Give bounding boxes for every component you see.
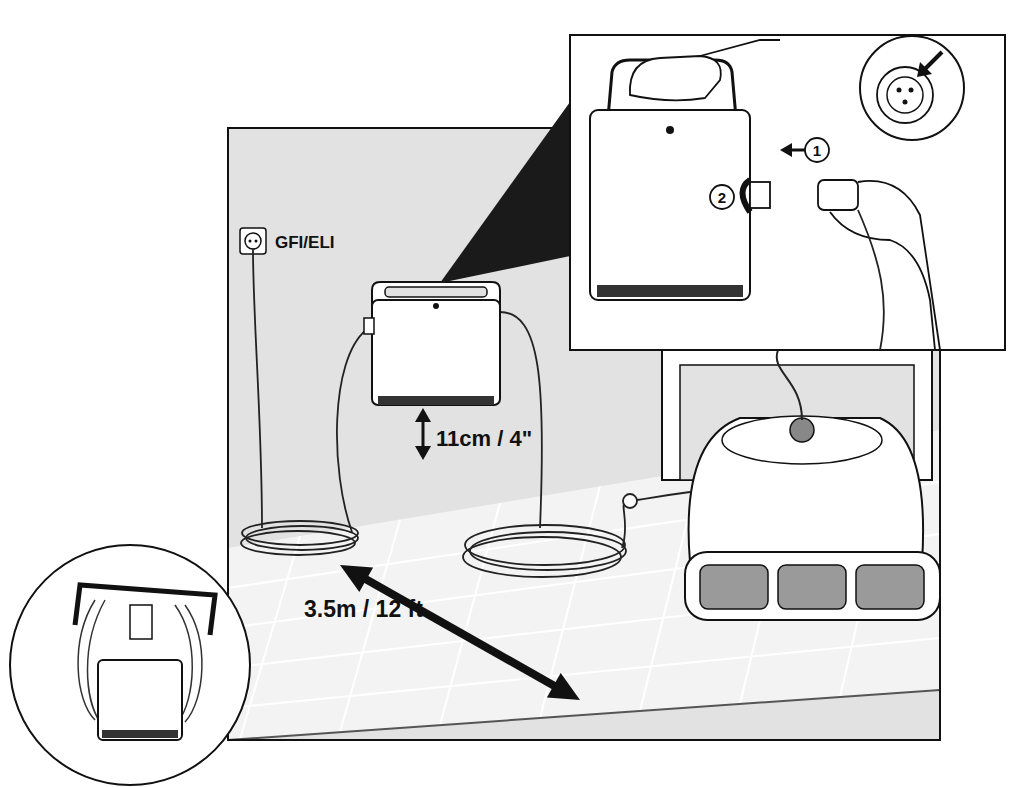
scene-panel-part-part <box>440 503 500 725</box>
robot-cable-part <box>623 494 637 508</box>
connection-inset-part <box>818 180 858 210</box>
connector-detail-part <box>860 36 964 140</box>
wall-outlet-part <box>255 240 258 243</box>
connection-inset-part <box>710 185 734 209</box>
power-cord-part <box>337 330 366 532</box>
connection-inset-part <box>858 210 884 350</box>
connector-detail-part <box>917 62 932 77</box>
connection-inset <box>570 35 1005 350</box>
connection-inset-part <box>743 180 751 212</box>
dimension-label: 11cm / 4" <box>436 428 532 450</box>
distance-arrow-part <box>340 565 373 592</box>
distance-arrow-part <box>547 673 580 700</box>
power-cord-part <box>242 521 358 545</box>
connector-detail-part <box>903 100 908 105</box>
scene-panel-part-part <box>340 520 400 732</box>
storage-detail-part <box>98 660 182 740</box>
power-supply-part <box>433 303 439 309</box>
connector-detail <box>860 36 964 140</box>
pool-robot <box>662 325 940 620</box>
power-cord-part <box>253 249 262 528</box>
connector-detail-part <box>887 77 923 113</box>
pool-robot-part <box>722 416 882 464</box>
pool-robot-part <box>856 565 924 609</box>
distance-arrow <box>340 565 580 700</box>
storage-detail-part-part <box>185 605 202 722</box>
robot-cable-part <box>500 312 542 528</box>
connection-inset-part <box>630 56 721 100</box>
connection-inset-part <box>590 110 750 300</box>
power-cord-part <box>246 526 358 550</box>
connector-detail-part <box>925 52 942 69</box>
clearance-arrow-part <box>415 446 431 460</box>
clearance-arrow <box>415 408 431 460</box>
clearance-arrow-part <box>422 418 425 450</box>
storage-detail-part-part <box>78 600 95 720</box>
storage-detail-part <box>102 730 178 738</box>
scene-panel-part <box>228 690 940 740</box>
robot-cable-part <box>465 525 625 565</box>
connection-inset-part <box>666 126 674 134</box>
connector-detail-part <box>909 88 914 93</box>
power-supply <box>364 282 500 405</box>
robot-cable-part <box>463 537 621 577</box>
pool-robot-part <box>777 350 802 420</box>
callout-number: 1 <box>813 143 821 158</box>
power-cord <box>241 249 366 555</box>
power-supply-part <box>385 287 487 297</box>
storage-detail <box>10 545 250 785</box>
scene-panel-part-part <box>240 536 300 739</box>
storage-detail-part <box>130 605 152 639</box>
distance-arrow-part <box>362 577 558 688</box>
outlet-label: GFI/ELI <box>275 234 335 251</box>
robot-cable-part <box>637 492 690 500</box>
pool-robot-part <box>700 565 768 609</box>
connection-inset-part <box>805 138 829 162</box>
pool-robot-part <box>685 552 940 620</box>
dimension-label: 3.5m / 12 ft <box>304 598 423 621</box>
power-supply-part <box>378 396 494 405</box>
wall-outlet-part <box>249 240 252 243</box>
wall-outlet-part <box>245 233 261 249</box>
connection-inset-part <box>700 40 780 56</box>
power-supply-part <box>364 318 374 334</box>
connection-inset-part <box>750 182 770 208</box>
clearance-arrow-part <box>415 408 431 422</box>
power-supply-part <box>372 300 500 405</box>
connector-detail-part <box>897 88 902 93</box>
storage-detail-part <box>10 545 250 785</box>
pool-robot-part <box>778 565 846 609</box>
power-cord-part <box>241 531 355 555</box>
connection-inset-part <box>597 285 743 297</box>
zoom-wedge <box>440 95 575 283</box>
pool-robot-part <box>790 418 814 442</box>
robot-cable-part <box>622 502 625 548</box>
connection-inset-part <box>570 35 1005 350</box>
callout-number: 2 <box>718 190 726 205</box>
connection-inset-part <box>780 143 792 157</box>
